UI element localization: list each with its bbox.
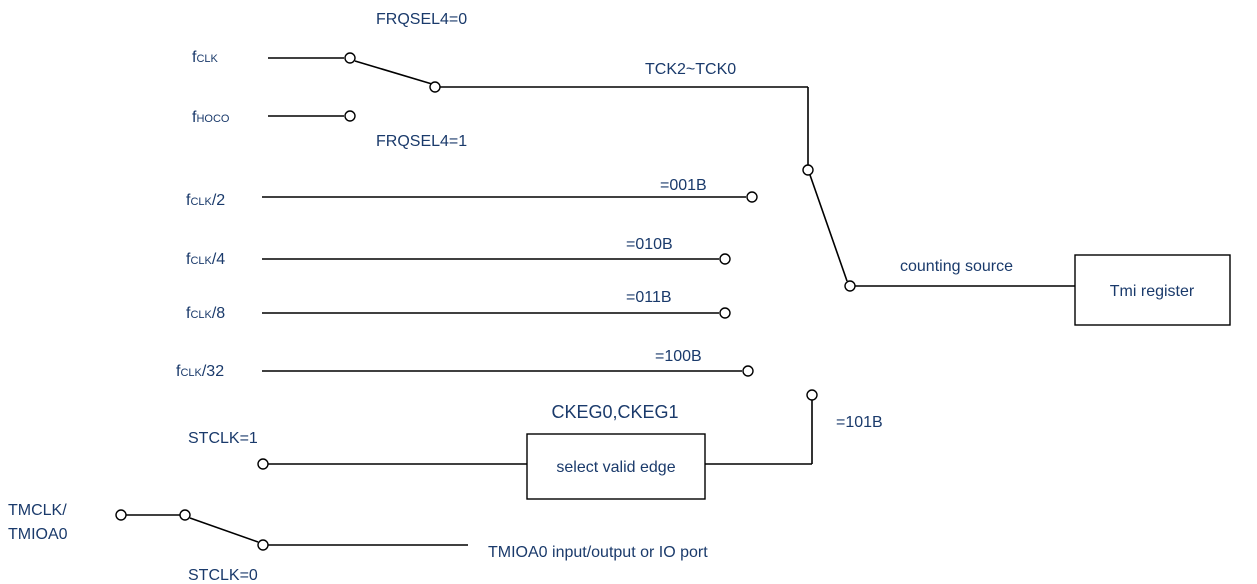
fhoco-terminal (344, 110, 356, 122)
stclk-switch-blade (189, 517, 259, 543)
stclk-switch-terminal (179, 509, 191, 521)
tmclk-label-line2: TMIOA0 (8, 526, 68, 543)
tck-switch-common-terminal (844, 280, 856, 292)
fclk-div32-terminal (742, 365, 754, 377)
tmclk-label-line1: TMCLK/ (8, 502, 67, 519)
stclk1-terminal (257, 458, 269, 470)
fclk-div4-terminal (719, 253, 731, 265)
select-valid-edge-box (526, 433, 706, 500)
stclk1-label: STCLK=1 (188, 430, 258, 447)
code-010b-label: =010B (626, 236, 673, 253)
fclk-div2-label: fCLK/2 (186, 192, 225, 209)
fclk-div8-terminal (719, 307, 731, 319)
ckeg-label: CKEG0,CKEG1 (551, 402, 678, 422)
fclk-div32-label: fCLK/32 (176, 363, 224, 380)
code-011b-label: =011B (626, 289, 672, 306)
frqsel-switch-blade (354, 60, 433, 85)
fclk-terminal (344, 52, 356, 64)
tmclk-input-terminal (115, 509, 127, 521)
frqsel-bottom-label: FRQSEL4=1 (376, 133, 467, 150)
frqsel-output-terminal (429, 81, 441, 93)
code-001b-label: =001B (660, 177, 707, 194)
tmioa0-io-label: TMIOA0 input/output or IO port (488, 544, 708, 561)
tck-switch-top-terminal (802, 164, 814, 176)
edge-output-terminal (806, 389, 818, 401)
code-100b-label: =100B (655, 348, 702, 365)
code-101b-label: =101B (836, 414, 883, 431)
fclk-label: fCLK (192, 49, 219, 66)
select-valid-edge-label: select valid edge (556, 459, 675, 476)
tck-switch-blade (809, 174, 848, 282)
stclk0-label: STCLK=0 (188, 567, 258, 584)
frqsel-top-label: FRQSEL4=0 (376, 11, 467, 28)
tmi-register-label: Tmi register (1110, 283, 1195, 300)
tck-label: TCK2~TCK0 (645, 61, 736, 78)
counting-source-label: counting source (900, 258, 1013, 275)
tmi-register-box (1074, 254, 1231, 326)
stclk0-terminal (257, 539, 269, 551)
fclk-div2-terminal (746, 191, 758, 203)
fclk-div4-label: fCLK/4 (186, 251, 225, 268)
fhoco-label: fHOCO (192, 109, 230, 126)
fclk-div8-label: fCLK/8 (186, 305, 225, 322)
